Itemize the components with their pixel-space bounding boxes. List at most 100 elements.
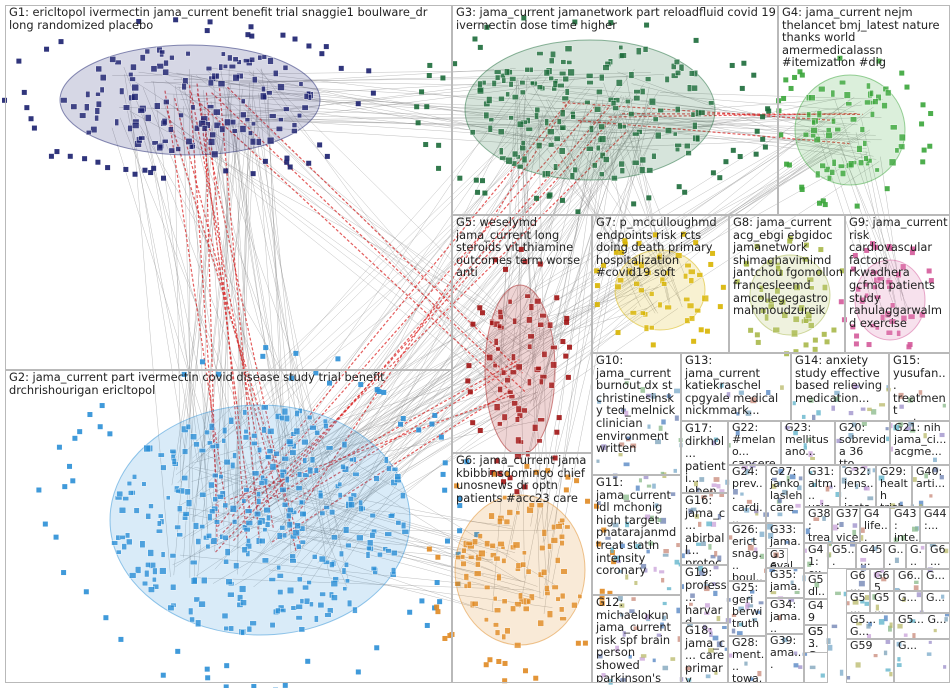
node	[528, 303, 535, 311]
inter-cluster-edge	[543, 117, 607, 614]
node	[586, 80, 594, 85]
small-node	[808, 397, 814, 403]
small-node	[831, 405, 836, 411]
node	[292, 529, 300, 537]
node	[185, 423, 191, 430]
node	[157, 513, 164, 519]
node	[460, 560, 467, 567]
group-label-g5g: G5... G...	[898, 613, 947, 626]
peripheral-node	[574, 478, 580, 484]
node	[490, 552, 497, 558]
node	[277, 589, 284, 595]
small-node	[848, 410, 854, 416]
node	[684, 262, 692, 269]
peripheral-node	[884, 186, 890, 192]
node	[345, 542, 352, 548]
node	[489, 320, 495, 326]
peripheral-node	[765, 106, 771, 112]
node	[302, 472, 310, 478]
inter-cluster-edge	[837, 141, 909, 311]
node	[561, 95, 569, 101]
peripheral-node	[534, 195, 540, 201]
node	[260, 92, 267, 101]
inter-cluster-edge	[529, 116, 836, 139]
peripheral-node	[95, 159, 101, 165]
node	[664, 76, 670, 83]
node	[266, 448, 274, 454]
peripheral-node	[821, 331, 827, 337]
node	[507, 299, 513, 305]
small-node	[623, 494, 629, 501]
inter-cluster-edge	[581, 130, 669, 279]
node	[264, 521, 271, 528]
node	[571, 602, 578, 609]
node	[514, 601, 522, 608]
peripheral-node	[593, 503, 599, 509]
node	[257, 54, 263, 61]
small-node	[647, 424, 651, 429]
small-node	[885, 668, 891, 672]
node	[618, 45, 624, 50]
small-node	[674, 559, 680, 565]
inter-cluster-edge	[292, 347, 507, 571]
small-node	[617, 596, 623, 601]
node	[293, 427, 301, 435]
node	[509, 76, 517, 82]
node	[156, 528, 163, 534]
peripheral-node	[173, 17, 179, 23]
small-node	[929, 543, 936, 547]
node	[181, 475, 188, 481]
peripheral-node	[105, 165, 111, 171]
node	[880, 314, 886, 321]
peripheral-node	[245, 32, 251, 38]
inter-cluster-edge	[198, 131, 838, 554]
inter-cluster-edge	[516, 119, 617, 406]
node	[119, 87, 125, 95]
inter-cluster-edge	[517, 78, 547, 586]
node	[227, 54, 233, 62]
node	[281, 502, 289, 508]
inter-cluster-edge	[520, 138, 536, 365]
peripheral-node	[920, 102, 926, 108]
node	[243, 527, 251, 533]
node	[555, 523, 563, 530]
node	[506, 389, 514, 395]
node	[267, 57, 274, 65]
small-node	[827, 644, 833, 651]
node	[631, 159, 640, 166]
node	[473, 570, 482, 577]
node	[303, 597, 311, 605]
group-label-g38: G38: treat...	[808, 507, 831, 543]
node	[522, 605, 530, 612]
node	[885, 329, 893, 336]
peripheral-node	[479, 310, 485, 316]
node	[337, 492, 343, 499]
small-node	[784, 426, 790, 430]
peripheral-node	[784, 161, 790, 167]
small-node	[788, 597, 795, 602]
peripheral-node	[899, 70, 905, 76]
inter-cluster-edge	[261, 68, 308, 534]
node	[184, 488, 191, 496]
small-node	[747, 544, 754, 551]
small-node	[745, 469, 750, 475]
group-panel-g26: G26: erict snag... boul...	[728, 523, 766, 581]
node	[698, 109, 706, 116]
group-panel-g1: G1: ericltopol ivermectin jama_current b…	[5, 5, 452, 370]
inter-cluster-edge	[192, 577, 534, 591]
node	[344, 561, 349, 568]
node	[189, 616, 195, 623]
small-node	[835, 591, 841, 596]
node	[331, 594, 338, 601]
small-node	[738, 390, 744, 395]
node	[99, 86, 105, 93]
group-panel-g65: G65	[870, 569, 894, 591]
node	[678, 63, 685, 72]
node	[896, 330, 901, 337]
node	[664, 270, 670, 276]
inter-cluster-edge	[325, 115, 547, 564]
small-node	[633, 626, 639, 630]
node	[291, 122, 298, 128]
node	[885, 89, 892, 97]
node	[548, 75, 554, 81]
